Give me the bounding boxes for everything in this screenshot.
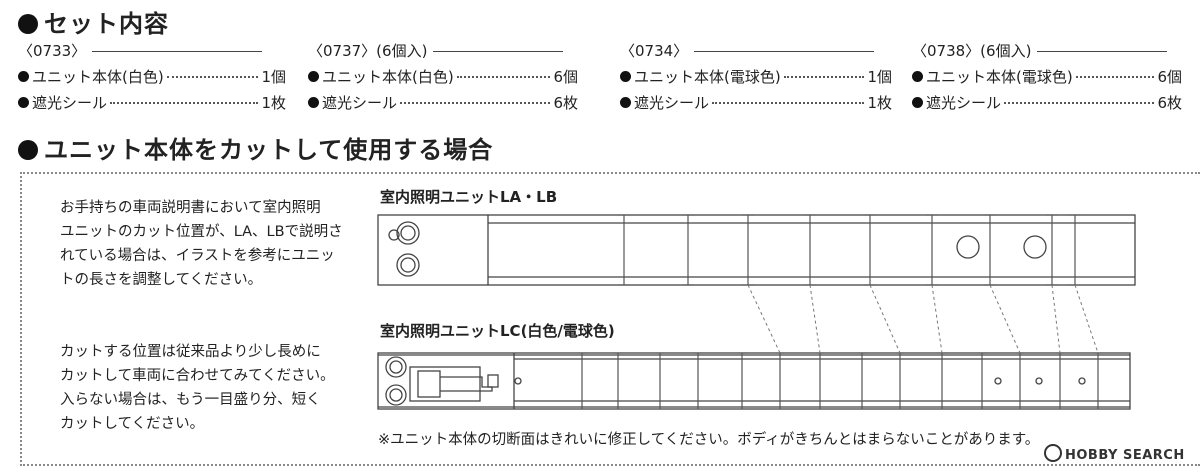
item-qty: 6個 (1157, 68, 1182, 86)
hobby-search-logo-icon (1044, 444, 1062, 462)
item-qty: 1個 (261, 68, 286, 86)
bullet-icon (620, 97, 631, 108)
divider (694, 51, 875, 52)
item-name: ユニット本体(電球色) (926, 68, 1073, 86)
item-name: 遮光シール (926, 94, 1002, 112)
dot-leader (400, 102, 551, 104)
para-line: トの長さを調整してください。 (60, 272, 263, 288)
cut-guide-line (809, 284, 821, 354)
para-line: カットして車両に合わせてみてください。 (60, 368, 335, 384)
item-qty: 1枚 (867, 94, 892, 112)
item-qty: 1枚 (261, 94, 286, 112)
item-name: ユニット本体(白色) (322, 68, 454, 86)
para-line: 入らない場合は、もう一目盛り分、短く (60, 392, 321, 408)
divider (433, 51, 564, 52)
section-title-text: セット内容 (44, 10, 169, 38)
bullet-icon (18, 97, 29, 108)
bullet-icon (308, 97, 319, 108)
set-code: 〈0734〉 (620, 40, 892, 61)
set-code-text: 〈0738〉(6個入) (912, 42, 1032, 60)
set-code: 〈0733〉 (18, 40, 286, 61)
item-name: 遮光シール (634, 94, 710, 112)
para-line: カットしてください。 (60, 416, 205, 432)
para-line: れている場合は、イラストを参考にユニッ (60, 248, 335, 264)
dot-leader (712, 102, 865, 104)
list-item: 遮光シール 6枚 (308, 92, 578, 113)
bullet-icon (912, 97, 923, 108)
item-qty: 6枚 (553, 94, 578, 112)
watermark-text: HOBBY SEARCH (1065, 448, 1185, 463)
set-code-text: 〈0734〉 (620, 42, 689, 60)
para-line: お手持ちの車両説明書において室内照明 (60, 200, 321, 216)
cut-guide-line (747, 284, 781, 354)
dot-leader (783, 76, 865, 78)
cut-guide-line (869, 284, 901, 354)
para-line: カットする位置は従来品より少し長めに (60, 344, 321, 360)
list-item: 遮光シール 6枚 (912, 92, 1182, 113)
diagram-label-la-lb: 室内照明ユニットLA・LB (380, 188, 558, 206)
list-item: 遮光シール 1枚 (620, 92, 892, 113)
set-group-0738: 〈0738〉(6個入) ユニット本体(電球色) 6個 遮光シール 6枚 (912, 40, 1182, 113)
dot-leader (1075, 76, 1155, 78)
watermark: HOBBY SEARCH (1044, 444, 1185, 463)
dot-leader (166, 76, 259, 78)
instruction-panel (20, 172, 1200, 466)
unit-la-lb-drawing (377, 214, 1136, 286)
instruction-paragraph-1: お手持ちの車両説明書において室内照明 ユニットのカット位置が、LA、LBで説明さ… (60, 196, 343, 292)
item-name: ユニット本体(電球色) (634, 68, 781, 86)
bullet-icon (18, 71, 29, 82)
unit-cutting-diagram (377, 214, 1136, 410)
divider (1037, 51, 1168, 52)
list-item: ユニット本体(電球色) 6個 (912, 66, 1182, 87)
bullet-dot-icon (18, 140, 38, 160)
cut-guide-line (1074, 284, 1099, 354)
bullet-icon (308, 71, 319, 82)
set-code-text: 〈0737〉(6個入) (308, 42, 428, 60)
bullet-icon (912, 71, 923, 82)
list-item: 遮光シール 1枚 (18, 92, 286, 113)
cut-surface-note: ※ユニット本体の切断面はきれいに修正してください。ボディがきちんとはまらないこと… (378, 432, 1040, 448)
item-qty: 6枚 (1157, 94, 1182, 112)
dot-leader (456, 76, 551, 78)
section-title-contents: セット内容 (18, 4, 169, 39)
set-group-0734: 〈0734〉 ユニット本体(電球色) 1個 遮光シール 1枚 (620, 40, 892, 113)
section-title-text: ユニット本体をカットして使用する場合 (44, 136, 494, 164)
item-name: ユニット本体(白色) (32, 68, 164, 86)
set-group-0733: 〈0733〉 ユニット本体(白色) 1個 遮光シール 1枚 (18, 40, 286, 113)
bullet-dot-icon (18, 14, 38, 34)
bullet-icon (620, 71, 631, 82)
set-code: 〈0737〉(6個入) (308, 40, 578, 61)
item-qty: 6個 (553, 68, 578, 86)
item-name: 遮光シール (322, 94, 398, 112)
divider (92, 51, 263, 52)
list-item: ユニット本体(白色) 1個 (18, 66, 286, 87)
unit-lc-drawing (377, 352, 1131, 410)
section-title-cutting: ユニット本体をカットして使用する場合 (18, 130, 493, 165)
set-code: 〈0738〉(6個入) (912, 40, 1182, 61)
para-line: ユニットのカット位置が、LA、LBで説明さ (60, 224, 343, 240)
cut-guide-line (931, 284, 943, 354)
instruction-paragraph-2: カットする位置は従来品より少し長めに カットして車両に合わせてみてください。 入… (60, 340, 335, 436)
item-qty: 1個 (867, 68, 892, 86)
cut-guide-line (1051, 284, 1061, 354)
list-item: ユニット本体(白色) 6個 (308, 66, 578, 87)
set-group-0737: 〈0737〉(6個入) ユニット本体(白色) 6個 遮光シール 6枚 (308, 40, 578, 113)
dot-leader (110, 102, 259, 104)
cut-guide-line (989, 284, 1021, 354)
diagram-label-lc: 室内照明ユニットLC(白色/電球色) (380, 322, 615, 340)
list-item: ユニット本体(電球色) 1個 (620, 66, 892, 87)
set-code-text: 〈0733〉 (18, 42, 87, 60)
dot-leader (1004, 102, 1155, 104)
item-name: 遮光シール (32, 94, 108, 112)
